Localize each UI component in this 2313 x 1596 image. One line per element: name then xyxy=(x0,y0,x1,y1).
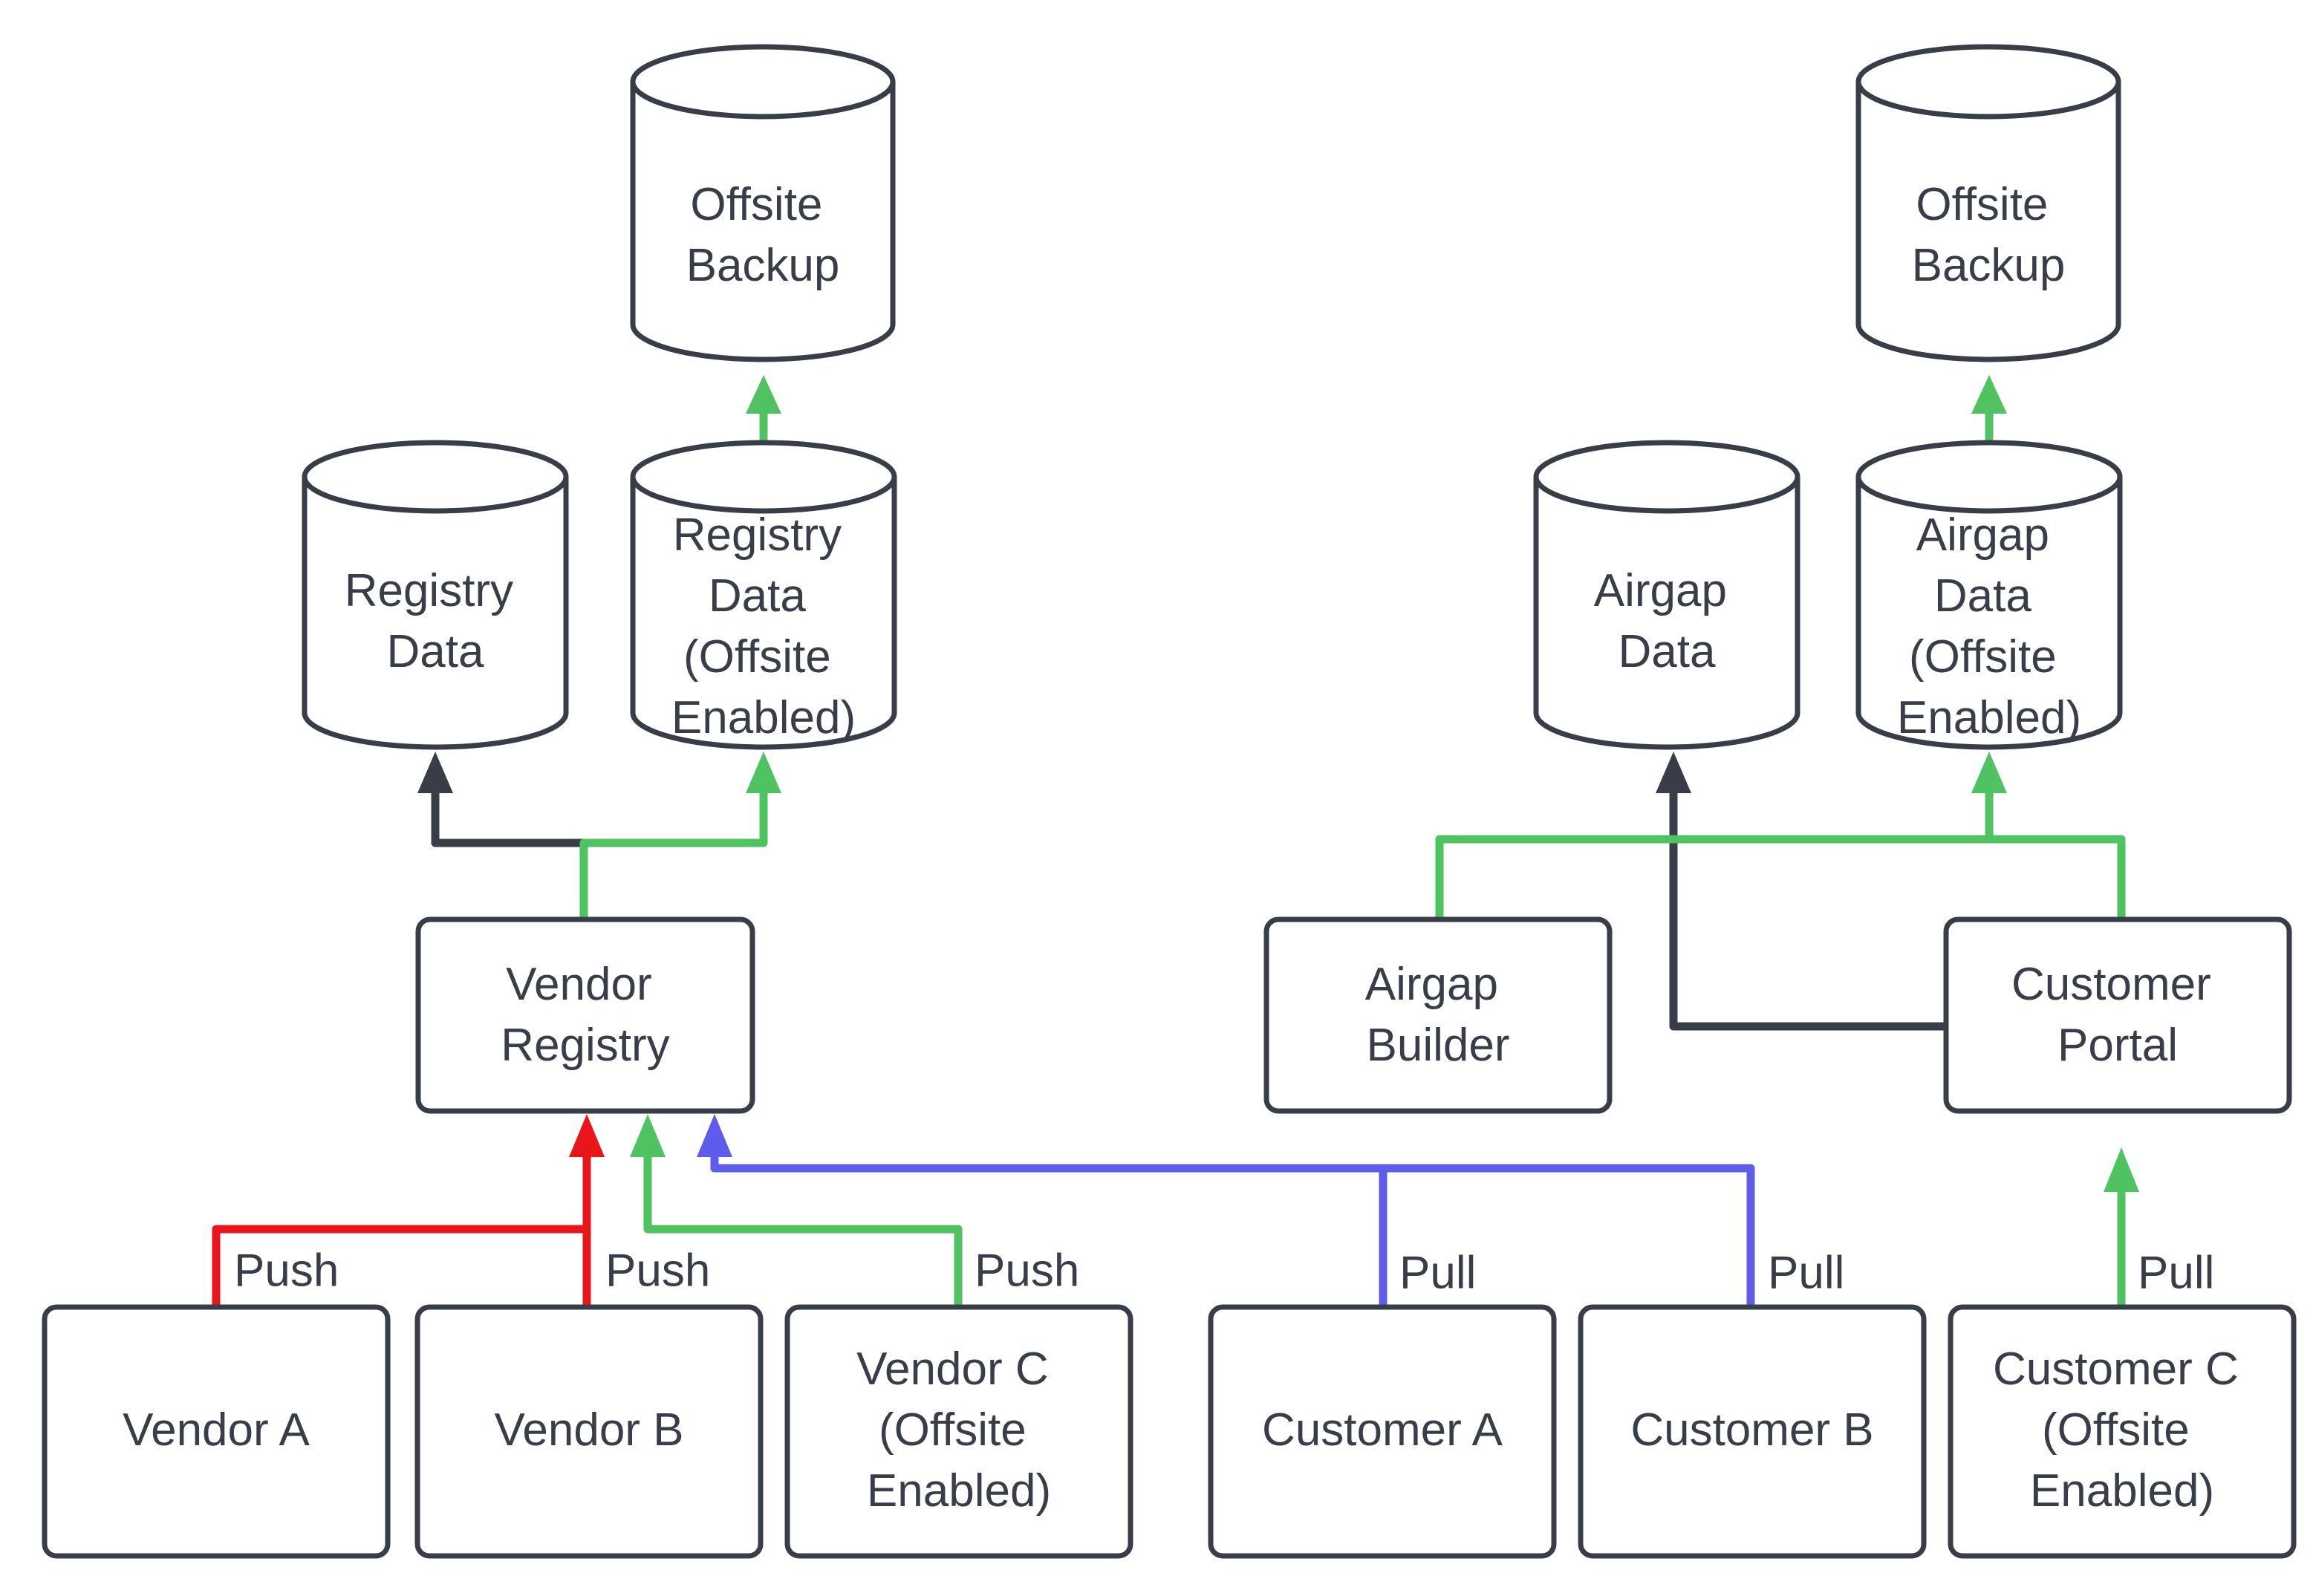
node-label-offsite-backup-left: Offsite Backup xyxy=(686,179,840,291)
node-label-vendor-a: Vendor A xyxy=(123,1404,310,1456)
edge-label-vendor-c-push: Push xyxy=(975,1245,1079,1296)
node-vendor-a[interactable]: Vendor A xyxy=(42,1304,391,1559)
node-label-airgap-data: Airgap Data xyxy=(1594,565,1740,677)
node-airgap-builder[interactable]: Airgap Builder xyxy=(1263,916,1613,1114)
node-label-vendor-registry: Vendor Registry xyxy=(501,959,669,1071)
node-label-registry-data: Registry Data xyxy=(345,565,527,677)
node-airgap-data-offsite[interactable]: Airgap Data (Offsite Enabled) xyxy=(1855,440,2123,750)
node-label-customer-b: Customer B xyxy=(1630,1404,1873,1456)
node-label-vendor-b: Vendor B xyxy=(494,1404,683,1456)
edge-label-customer-a-pull: Pull xyxy=(1399,1247,1476,1298)
node-label-airgap-builder: Airgap Builder xyxy=(1365,959,1511,1071)
edge-customer-c-pull xyxy=(2104,1147,2139,1312)
node-label-customer-portal: Customer Portal xyxy=(2011,959,2224,1071)
edge-registry-data-offsite-to-offsite-backup xyxy=(746,375,781,443)
edge-vendor-registry-to-registry-data-offsite xyxy=(579,752,781,924)
node-offsite-backup-left[interactable]: Offsite Backup xyxy=(630,44,896,362)
edge-airgap-builder-to-airgap-data-offsite xyxy=(1435,752,2007,924)
edge-customer-b-pull xyxy=(710,1164,1755,1312)
edge-vendor-registry-to-registry-data xyxy=(417,752,588,924)
edge-label-vendor-b-push: Push xyxy=(605,1245,710,1296)
edge-label-customer-c-pull: Pull xyxy=(2138,1247,2214,1298)
node-label-vendor-c: Vendor C (Offsite Enabled) xyxy=(856,1343,1061,1517)
edge-vendor-c-push xyxy=(630,1114,963,1312)
edge-customer-portal-to-airgap-data xyxy=(1656,752,1951,1031)
node-customer-b[interactable]: Customer B xyxy=(1578,1304,1927,1559)
node-airgap-data[interactable]: Airgap Data xyxy=(1533,440,1800,750)
node-label-customer-a: Customer A xyxy=(1262,1404,1503,1456)
edge-customer-portal-to-airgap-data-offsite xyxy=(1985,779,2126,924)
node-vendor-b[interactable]: Vendor B xyxy=(414,1304,764,1559)
node-label-airgap-data-offsite: Airgap Data (Offsite Enabled) xyxy=(1897,509,2081,743)
node-registry-data-offsite[interactable]: Registry Data (Offsite Enabled) xyxy=(630,440,897,750)
node-customer-portal[interactable]: Customer Portal xyxy=(1943,916,2292,1114)
node-label-registry-data-offsite: Registry Data (Offsite Enabled) xyxy=(671,509,856,743)
node-registry-data[interactable]: Registry Data xyxy=(302,440,569,750)
node-vendor-c[interactable]: Vendor C (Offsite Enabled) xyxy=(784,1304,1133,1559)
node-vendor-registry[interactable]: Vendor Registry xyxy=(415,916,755,1114)
edge-label-vendor-a-push: Push xyxy=(234,1245,339,1296)
node-label-offsite-backup-right: Offsite Backup xyxy=(1912,179,2066,291)
edge-label-customer-b-pull: Pull xyxy=(1768,1247,1844,1298)
node-label-customer-c: Customer C (Offsite Enabled) xyxy=(1993,1343,2251,1517)
node-customer-c[interactable]: Customer C (Offsite Enabled) xyxy=(1948,1304,2297,1559)
edge-airgap-data-offsite-to-offsite-backup xyxy=(1971,375,2007,443)
node-offsite-backup-right[interactable]: Offsite Backup xyxy=(1855,44,2121,362)
node-customer-a[interactable]: Customer A xyxy=(1208,1304,1557,1559)
